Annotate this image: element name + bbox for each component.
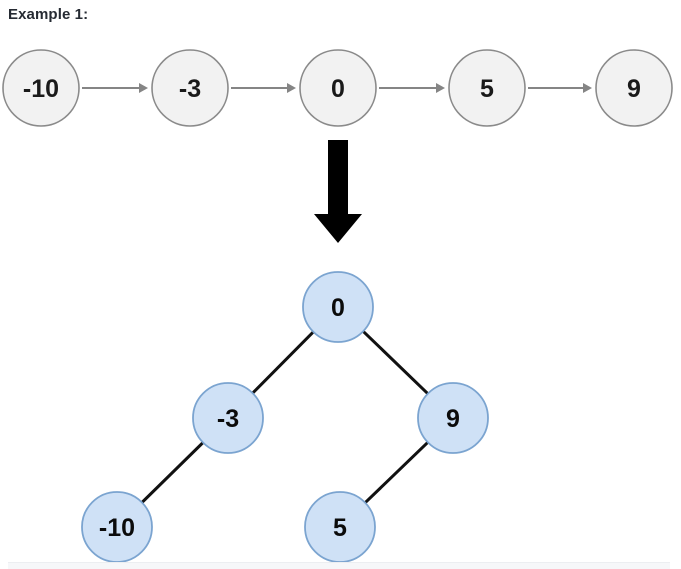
bottom-divider [8, 562, 670, 569]
linked-list-group: -10 -3 0 5 9 [2, 49, 673, 127]
tree-edge [250, 329, 316, 396]
linked-list-node-label: -10 [23, 75, 59, 103]
tree-edge [360, 328, 431, 397]
linked-list-node-label: -3 [179, 75, 201, 103]
linked-list-node-label: 0 [331, 75, 345, 103]
tree-node-label: 5 [333, 514, 347, 542]
tree-node-label: -3 [217, 405, 239, 433]
tree-node[interactable]: 5 [304, 491, 376, 563]
down-arrow-icon [314, 140, 362, 243]
linked-list-node-label: 5 [480, 75, 494, 103]
tree-node[interactable]: 9 [417, 382, 489, 454]
tree-node[interactable]: -10 [81, 491, 153, 563]
down-arrow-shape [314, 140, 362, 243]
tree-node[interactable]: -3 [192, 382, 264, 454]
tree-node-circle [302, 271, 374, 343]
linked-list-node[interactable]: 5 [448, 49, 526, 127]
tree-node-label: -10 [99, 514, 135, 542]
linked-list-node[interactable]: -10 [2, 49, 80, 127]
linked-list-arrow-head [436, 83, 445, 93]
tree-edge [139, 440, 206, 505]
linked-list-node-label: 9 [627, 75, 641, 103]
linked-list-arrow-head [139, 83, 148, 93]
tree-node-label: 0 [331, 294, 345, 322]
linked-list-node[interactable]: 0 [299, 49, 377, 127]
linked-list-node-circle [448, 49, 526, 127]
linked-list-node-circle [151, 49, 229, 127]
linked-list-node-circle [299, 49, 377, 127]
tree-node-circle [192, 382, 264, 454]
linked-list-node[interactable]: -3 [151, 49, 229, 127]
linked-list-arrow-head [583, 83, 592, 93]
linked-list-arrow-head [287, 83, 296, 93]
tree-nodes-group: 0 -3 9 -10 5 [81, 271, 489, 563]
linked-list-node-circle [2, 49, 80, 127]
tree-node-label: 9 [446, 405, 460, 433]
tree-edge [362, 439, 431, 506]
linked-list-node[interactable]: 9 [595, 49, 673, 127]
tree-node[interactable]: 0 [302, 271, 374, 343]
page-title: Example 1: [8, 6, 89, 23]
tree-edges-group [139, 328, 431, 506]
linked-list-node-circle [595, 49, 673, 127]
tree-node-circle [417, 382, 489, 454]
